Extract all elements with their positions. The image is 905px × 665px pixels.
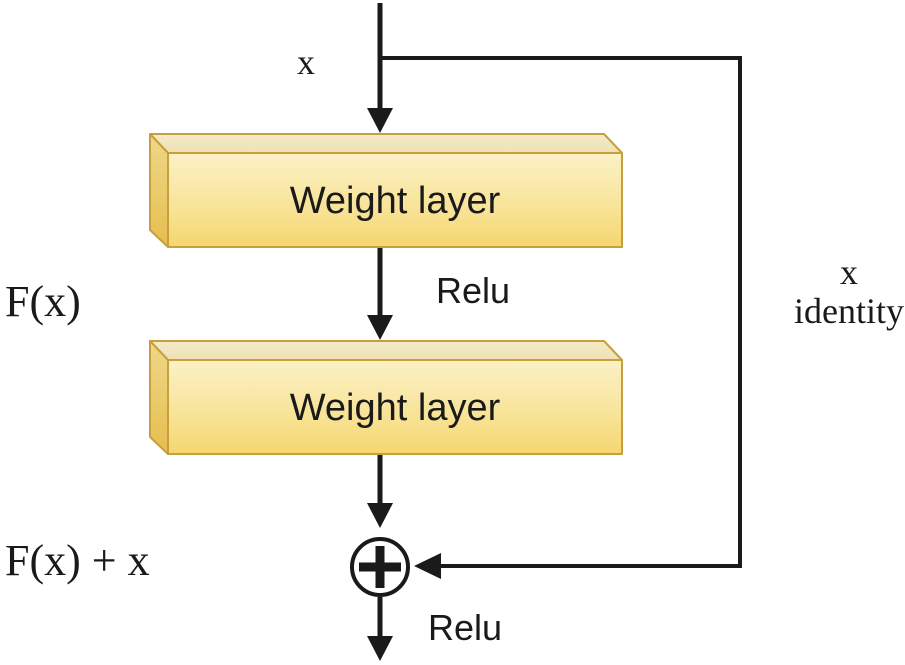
skip-connection-line (380, 56, 742, 568)
relu-mid-label: Relu (436, 270, 510, 311)
weight-layer-2-top-face (149, 340, 623, 361)
fx-label: F(x) (5, 277, 81, 326)
sum-arrow (367, 455, 393, 528)
input-arrowhead-icon (367, 108, 393, 133)
weight-layer-1-front-face (167, 152, 623, 248)
input-arrow (367, 3, 393, 133)
plus-icon (359, 546, 401, 588)
weight-layer-1-label: Weight layer (290, 180, 501, 222)
identity-label: identity (794, 291, 904, 331)
weight-layer-1-box: Weight layer (149, 133, 623, 248)
relu-arrowhead-icon (367, 315, 393, 340)
skip-connection (380, 56, 742, 579)
output-arrowhead-icon (367, 636, 393, 661)
weight-layer-2-label: Weight layer (290, 387, 501, 429)
identity-x-label: x (840, 252, 858, 292)
output-arrow (367, 597, 393, 661)
relu-arrow (367, 248, 393, 340)
relu-out-label: Relu (428, 607, 502, 648)
skip-arrowhead-icon (414, 553, 441, 579)
weight-layer-2-left-face (149, 340, 169, 455)
input-label: x (297, 42, 315, 82)
fx-plus-x-label: F(x) + x (5, 536, 150, 585)
sum-arrowhead-icon (367, 503, 393, 528)
addition-node (350, 537, 410, 597)
weight-layer-2-box: Weight layer (149, 340, 623, 455)
weight-layer-1-top-face (149, 133, 623, 154)
weight-layer-2-front-face (167, 359, 623, 455)
weight-layer-1-left-face (149, 133, 169, 248)
